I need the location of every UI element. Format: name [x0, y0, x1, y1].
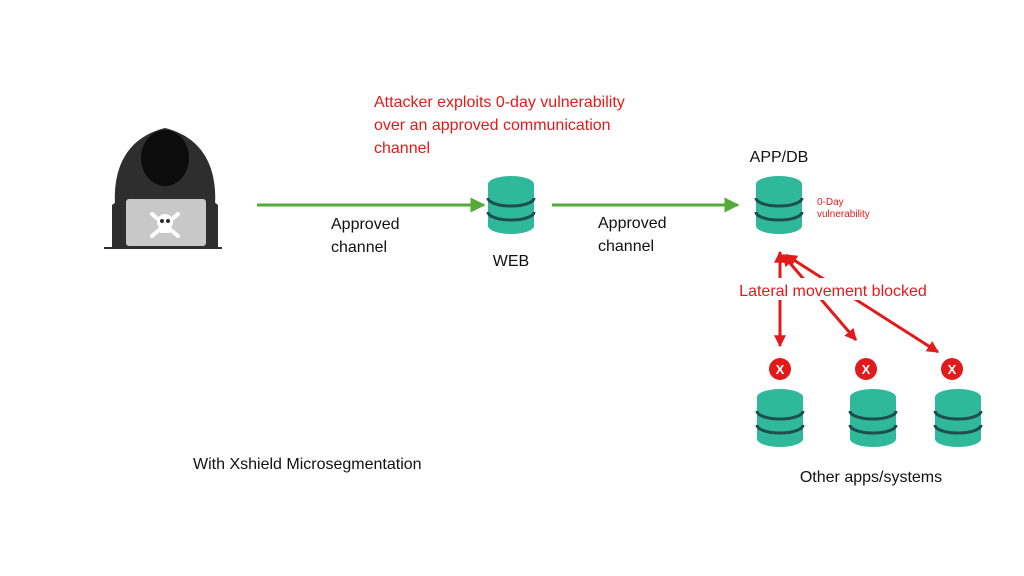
lateral-blocked-label: Lateral movement blocked [739, 283, 927, 300]
blocked-mark-3: X [948, 362, 957, 377]
lateral-label-backdrop [718, 278, 948, 300]
approved-channel-label-2a: Approved [598, 215, 667, 232]
lateral-movement-arrows [774, 250, 940, 354]
lateral-arrow-3 [784, 253, 940, 354]
web-server-icon [486, 174, 536, 236]
attacker-note-line3: channel [374, 140, 430, 157]
red-x-circle-icon: X [941, 358, 963, 380]
other-systems-label: Other apps/systems [800, 469, 942, 486]
app-db-server-icon [754, 174, 804, 236]
approved-channel-label-1b: channel [331, 239, 387, 256]
blocked-mark-1: X [776, 362, 785, 377]
other-system-server-icon-2 [848, 387, 898, 449]
blocked-mark-2: X [862, 362, 871, 377]
other-system-server-icon-3 [933, 387, 983, 449]
zero-day-label-line1: 0-Day [817, 197, 844, 208]
app-db-label: APP/DB [750, 149, 809, 166]
red-x-circle-icon: X [855, 358, 877, 380]
web-label: WEB [493, 253, 529, 270]
attacker-note-line2: over an approved communication [374, 117, 611, 134]
attacker-note-line1: Attacker exploits 0-day vulnerability [374, 94, 625, 111]
red-x-circle-icon: X [769, 358, 791, 380]
xshield-caption: With Xshield Microsegmentation [193, 456, 422, 473]
hooded-hacker-icon [104, 128, 222, 249]
skull-crossbones-icon [150, 212, 180, 238]
zero-day-label-line2: vulnerability [817, 209, 870, 220]
approved-channel-label-2b: channel [598, 238, 654, 255]
other-system-server-icon-1 [755, 387, 805, 449]
approved-channel-label-1a: Approved [331, 216, 400, 233]
